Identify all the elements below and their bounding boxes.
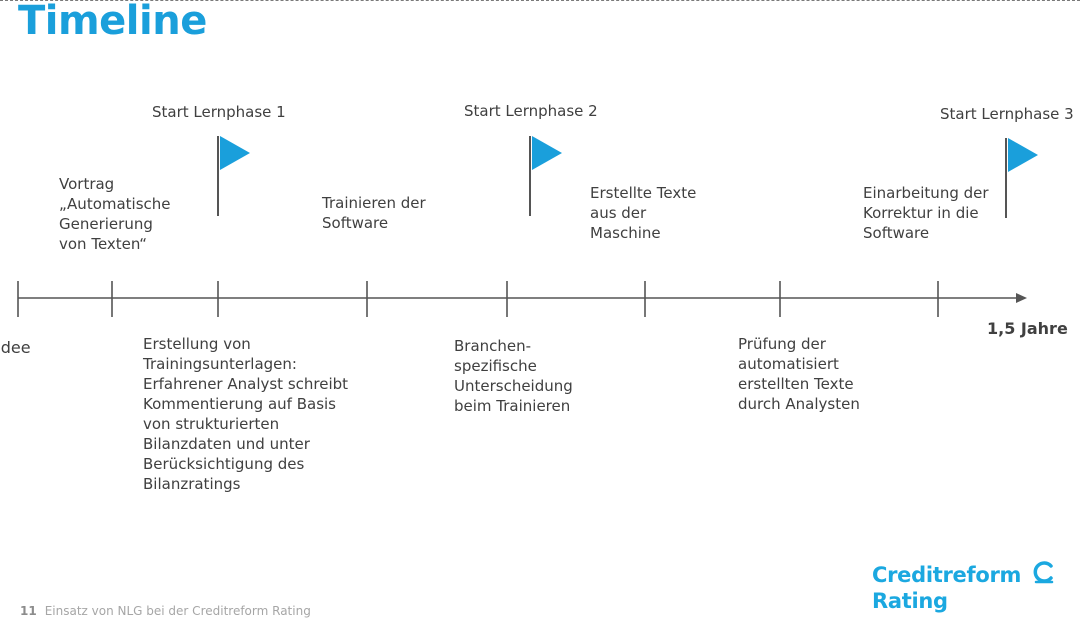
logo-line-1: Creditreform [872, 563, 1022, 587]
footer: 11 Einsatz von NLG bei der Creditreform R… [20, 604, 311, 618]
lower-item-branchen: Branchen- spezifische Unterscheidung bei… [454, 337, 573, 415]
milestone-label-1: Start Lernphase 1 [152, 103, 286, 121]
creditreform-logo: Creditreform Rating [872, 562, 1021, 614]
start-label: Idee [0, 338, 31, 357]
flag-icon [217, 136, 250, 216]
footer-text: Einsatz von NLG bei der Creditreform Rat… [44, 604, 311, 618]
timeline-axis [17, 281, 1027, 317]
creditreform-logo-icon [1033, 561, 1054, 584]
upper-item-trainieren: Trainieren der Software [322, 194, 426, 232]
top-rule [0, 0, 1080, 1]
flag-icon [1005, 138, 1038, 218]
lower-item-pruefung: Prüfung der automatisiert erstellten Tex… [738, 335, 860, 413]
milestone-label-3: Start Lernphase 3 [940, 105, 1074, 123]
upper-item-vortrag: Vortrag „Automatische Generierung von Te… [59, 175, 171, 253]
upper-item-erstellte-texte: Erstellte Texte aus der Maschine [590, 184, 697, 242]
milestone-label-2: Start Lernphase 2 [464, 102, 598, 120]
logo-line-2: Rating [872, 589, 948, 613]
upper-item-einarbeitung: Einarbeitung der Korrektur in die Softwa… [863, 184, 989, 242]
page-number: 11 [20, 604, 37, 618]
lower-item-erstellung: Erstellung von Trainingsunterlagen: Erfa… [143, 335, 349, 493]
flag-icon [529, 136, 562, 216]
end-label: 1,5 Jahre [987, 319, 1068, 338]
page-title: Timeline [18, 0, 207, 44]
